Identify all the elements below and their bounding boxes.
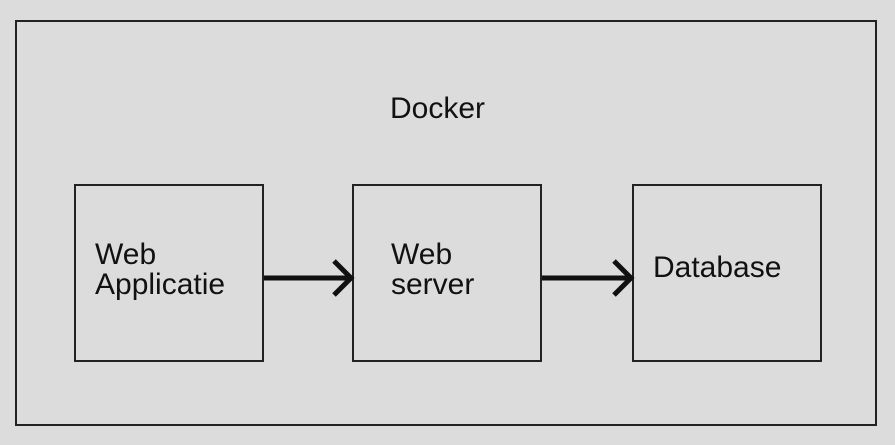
web-server-node: Web server (352, 184, 542, 362)
web-application-label-line-2: Applicatie (95, 268, 226, 301)
docker-container-label: Docker (390, 92, 486, 125)
web-application-node: Web Applicatie (74, 184, 264, 362)
web-application-label: Web Applicatie (95, 240, 225, 300)
web-server-label-line-1: Web (391, 238, 453, 271)
web-server-label-line-2: server (391, 268, 475, 301)
database-node: Database (632, 184, 822, 362)
database-label: Database (653, 251, 782, 284)
web-application-label-line-1: Web (95, 238, 157, 271)
web-server-label: Web server (391, 240, 474, 300)
docker-container-box (15, 20, 877, 426)
